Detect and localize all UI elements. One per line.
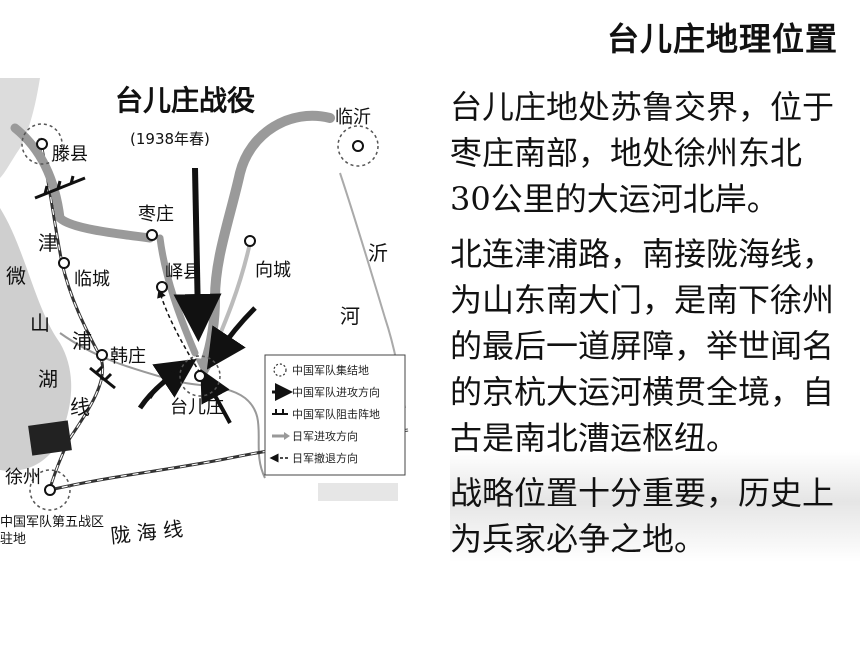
place-zaozhuang: 枣庄 xyxy=(138,204,174,241)
legend-item-jp-attack: 日军进攻方向 xyxy=(272,429,358,443)
japanese-attack-arrow-center xyxy=(156,234,199,357)
label-yi: 沂 xyxy=(368,241,388,265)
svg-text:临沂: 临沂 xyxy=(335,107,371,128)
barrier-line-icon xyxy=(272,409,288,415)
svg-text:滕县: 滕县 xyxy=(52,144,88,165)
body-text: 台儿庄地处苏鲁交界，位于枣庄南部，地处徐州东北30公里的大运河北岸。 北连津浦路… xyxy=(450,84,842,571)
weishan-lake xyxy=(0,208,72,471)
chinese-attack-arrow-sw-2 xyxy=(148,364,183,399)
battle-map: 临沂 滕县 枣庄 峄县 向城 临城 韩庄 台儿庄 xyxy=(0,78,410,583)
legend-item-cn-barrier: 中国军队阻击阵地 xyxy=(272,407,380,421)
svg-text:中国军队进攻方向: 中国军队进攻方向 xyxy=(292,385,380,399)
dashed-circle-icon xyxy=(273,363,287,377)
svg-text:日军进攻方向: 日军进攻方向 xyxy=(292,429,358,443)
dashed-circle-icon xyxy=(179,355,221,397)
label-wei: 微 xyxy=(6,264,26,288)
chinese-attack-arrow-east xyxy=(206,306,257,370)
place-tengxian: 滕县 xyxy=(21,123,88,165)
label-he: 河 xyxy=(340,304,360,328)
hq-caption: 中国军队第五战区驻地 xyxy=(0,515,105,547)
scan-smudge xyxy=(318,483,398,501)
legend-item-cn-attack: 中国军队进攻方向 xyxy=(272,383,380,401)
svg-text:韩庄: 韩庄 xyxy=(110,346,146,367)
hq-flag xyxy=(28,420,72,456)
slide-title: 台儿庄地理位置 xyxy=(606,20,838,58)
place-hanzhuang: 韩庄 xyxy=(96,346,146,367)
legend-item-jp-retreat: 日军撤退方向 xyxy=(269,451,358,465)
place-xiangcheng: 向城 xyxy=(244,235,291,281)
hq-caption-box: 中国军队第五战区驻地 xyxy=(0,515,105,547)
place-taierzhuang: 台儿庄 xyxy=(170,355,224,418)
label-jin: 津 xyxy=(38,231,58,255)
paragraph-strategic: 战略位置十分重要，历史上为兵家必争之地。 xyxy=(450,474,835,558)
svg-text:向城: 向城 xyxy=(255,260,291,281)
place-xuzhou: 徐州 xyxy=(5,467,71,511)
svg-text:日军撤退方向: 日军撤退方向 xyxy=(292,451,358,465)
barrier-hanzhuang xyxy=(89,365,116,390)
barrier-tengxian xyxy=(34,175,86,200)
label-pu: 浦 xyxy=(72,329,92,353)
map-title: 台儿庄战役 xyxy=(115,84,255,117)
dashed-circle-icon xyxy=(29,469,71,511)
japanese-attack-arrow-north xyxy=(10,123,155,243)
svg-text:枣庄: 枣庄 xyxy=(138,204,174,225)
paragraph-location: 台儿庄地处苏鲁交界，位于枣庄南部，地处徐州东北30公里的大运河北岸。 xyxy=(450,88,835,218)
svg-text:中国军队阻击阵地: 中国军队阻击阵地 xyxy=(292,407,380,421)
svg-text:台儿庄: 台儿庄 xyxy=(170,397,224,418)
place-yixian: 峄县 xyxy=(156,262,201,293)
legend-item-assembly: 中国军队集结地 xyxy=(273,363,369,377)
svg-text:峄县: 峄县 xyxy=(165,262,201,283)
battle-map-svg: 临沂 滕县 枣庄 峄县 向城 临城 韩庄 台儿庄 xyxy=(0,78,409,548)
svg-text:徐州: 徐州 xyxy=(5,467,41,488)
map-legend: 中国军队集结地 中国军队进攻方向 中国军队阻击阵地 日军进攻方向 日军撤退方向 xyxy=(264,354,406,476)
place-linyi: 临沂 xyxy=(335,107,379,167)
label-longhai: 陇 海 线 xyxy=(109,517,184,548)
label-xian: 线 xyxy=(70,395,90,419)
dashed-circle-icon xyxy=(337,125,379,167)
svg-text:中国军队集结地: 中国军队集结地 xyxy=(292,363,369,377)
paragraph-transport: 北连津浦路，南接陇海线，为山东南大门，是南下徐州的最后一道屏障，举世闻名的京杭大… xyxy=(450,235,835,457)
label-hu: 湖 xyxy=(38,367,58,391)
dashed-circle-icon xyxy=(21,123,63,165)
chinese-attack-arrow-se xyxy=(200,368,232,424)
place-lincheng: 临城 xyxy=(58,257,110,290)
svg-text:临城: 临城 xyxy=(74,269,110,290)
chinese-attack-arrow-north xyxy=(173,167,222,342)
map-subtitle: (1938年春) xyxy=(130,130,210,148)
label-shan: 山 xyxy=(30,311,50,335)
